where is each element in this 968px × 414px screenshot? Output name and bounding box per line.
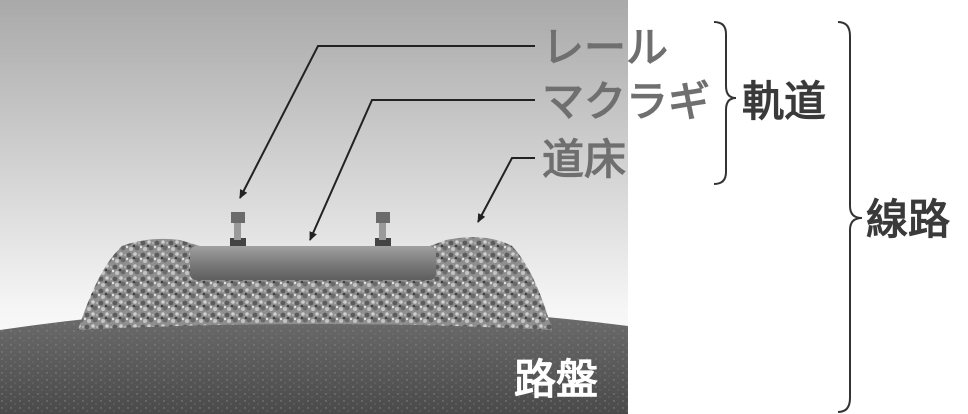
ballast-label: 道床 [542,135,626,184]
illustration-panel: レール マクラギ 道床 路盤 [0,0,710,414]
rail-right [375,212,391,246]
ballast-pointer-arrow [477,157,535,223]
sleeper-label: マクラギ [542,77,710,126]
track-label: 軌道 [742,77,826,126]
sleeper-shape [190,246,436,280]
rail-left [230,212,246,246]
railway-line-label: 線路 [866,195,951,244]
track-bracket [713,21,737,185]
sleeper-pointer-arrow [309,99,535,241]
railway-line-bracket [837,21,863,413]
rail-pointer-arrow [239,45,535,199]
roadbed-label: 路盤 [514,355,598,404]
rail-label: レール [542,23,668,72]
